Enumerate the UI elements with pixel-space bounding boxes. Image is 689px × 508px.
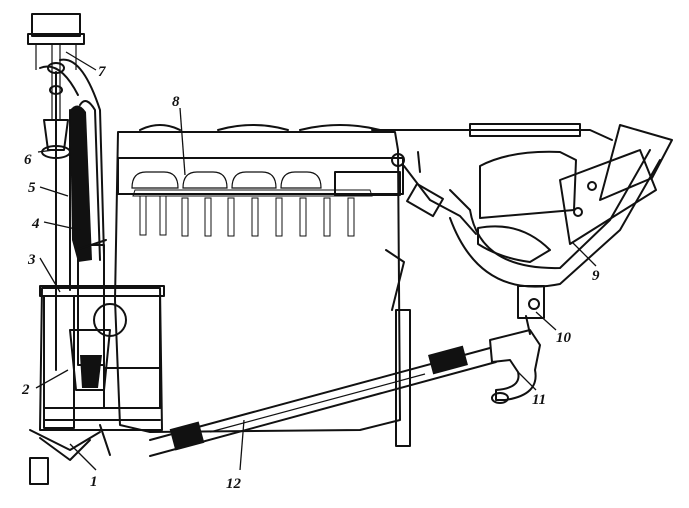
callout-labels: 1 2 3 4 5 6 7 8 9 10 11 12	[21, 64, 600, 492]
lower-elbow	[489, 285, 545, 404]
callout-4: 4	[31, 216, 40, 232]
engine-side-bracket	[385, 249, 411, 447]
air-cleaner	[39, 285, 165, 431]
drain-bracket	[29, 424, 111, 485]
callout-9: 9	[592, 268, 600, 284]
callout-8: 8	[172, 94, 180, 110]
callout-12: 12	[226, 476, 242, 492]
callout-10: 10	[556, 330, 572, 346]
intake-ports	[132, 189, 373, 237]
callout-1: 1	[90, 474, 98, 490]
callout-2: 2	[21, 382, 30, 398]
block-cutaway-bands	[160, 270, 380, 379]
callout-7: 7	[98, 64, 106, 80]
lower-hose	[149, 345, 497, 457]
callout-3: 3	[27, 252, 36, 268]
callout-5: 5	[28, 180, 36, 196]
intake-manifold	[117, 157, 404, 196]
leader-lines	[35, 51, 597, 471]
callout-11: 11	[532, 392, 546, 408]
callout-6: 6	[24, 152, 32, 168]
right-intake-duct	[371, 123, 673, 288]
throttle-linkage	[391, 151, 477, 235]
